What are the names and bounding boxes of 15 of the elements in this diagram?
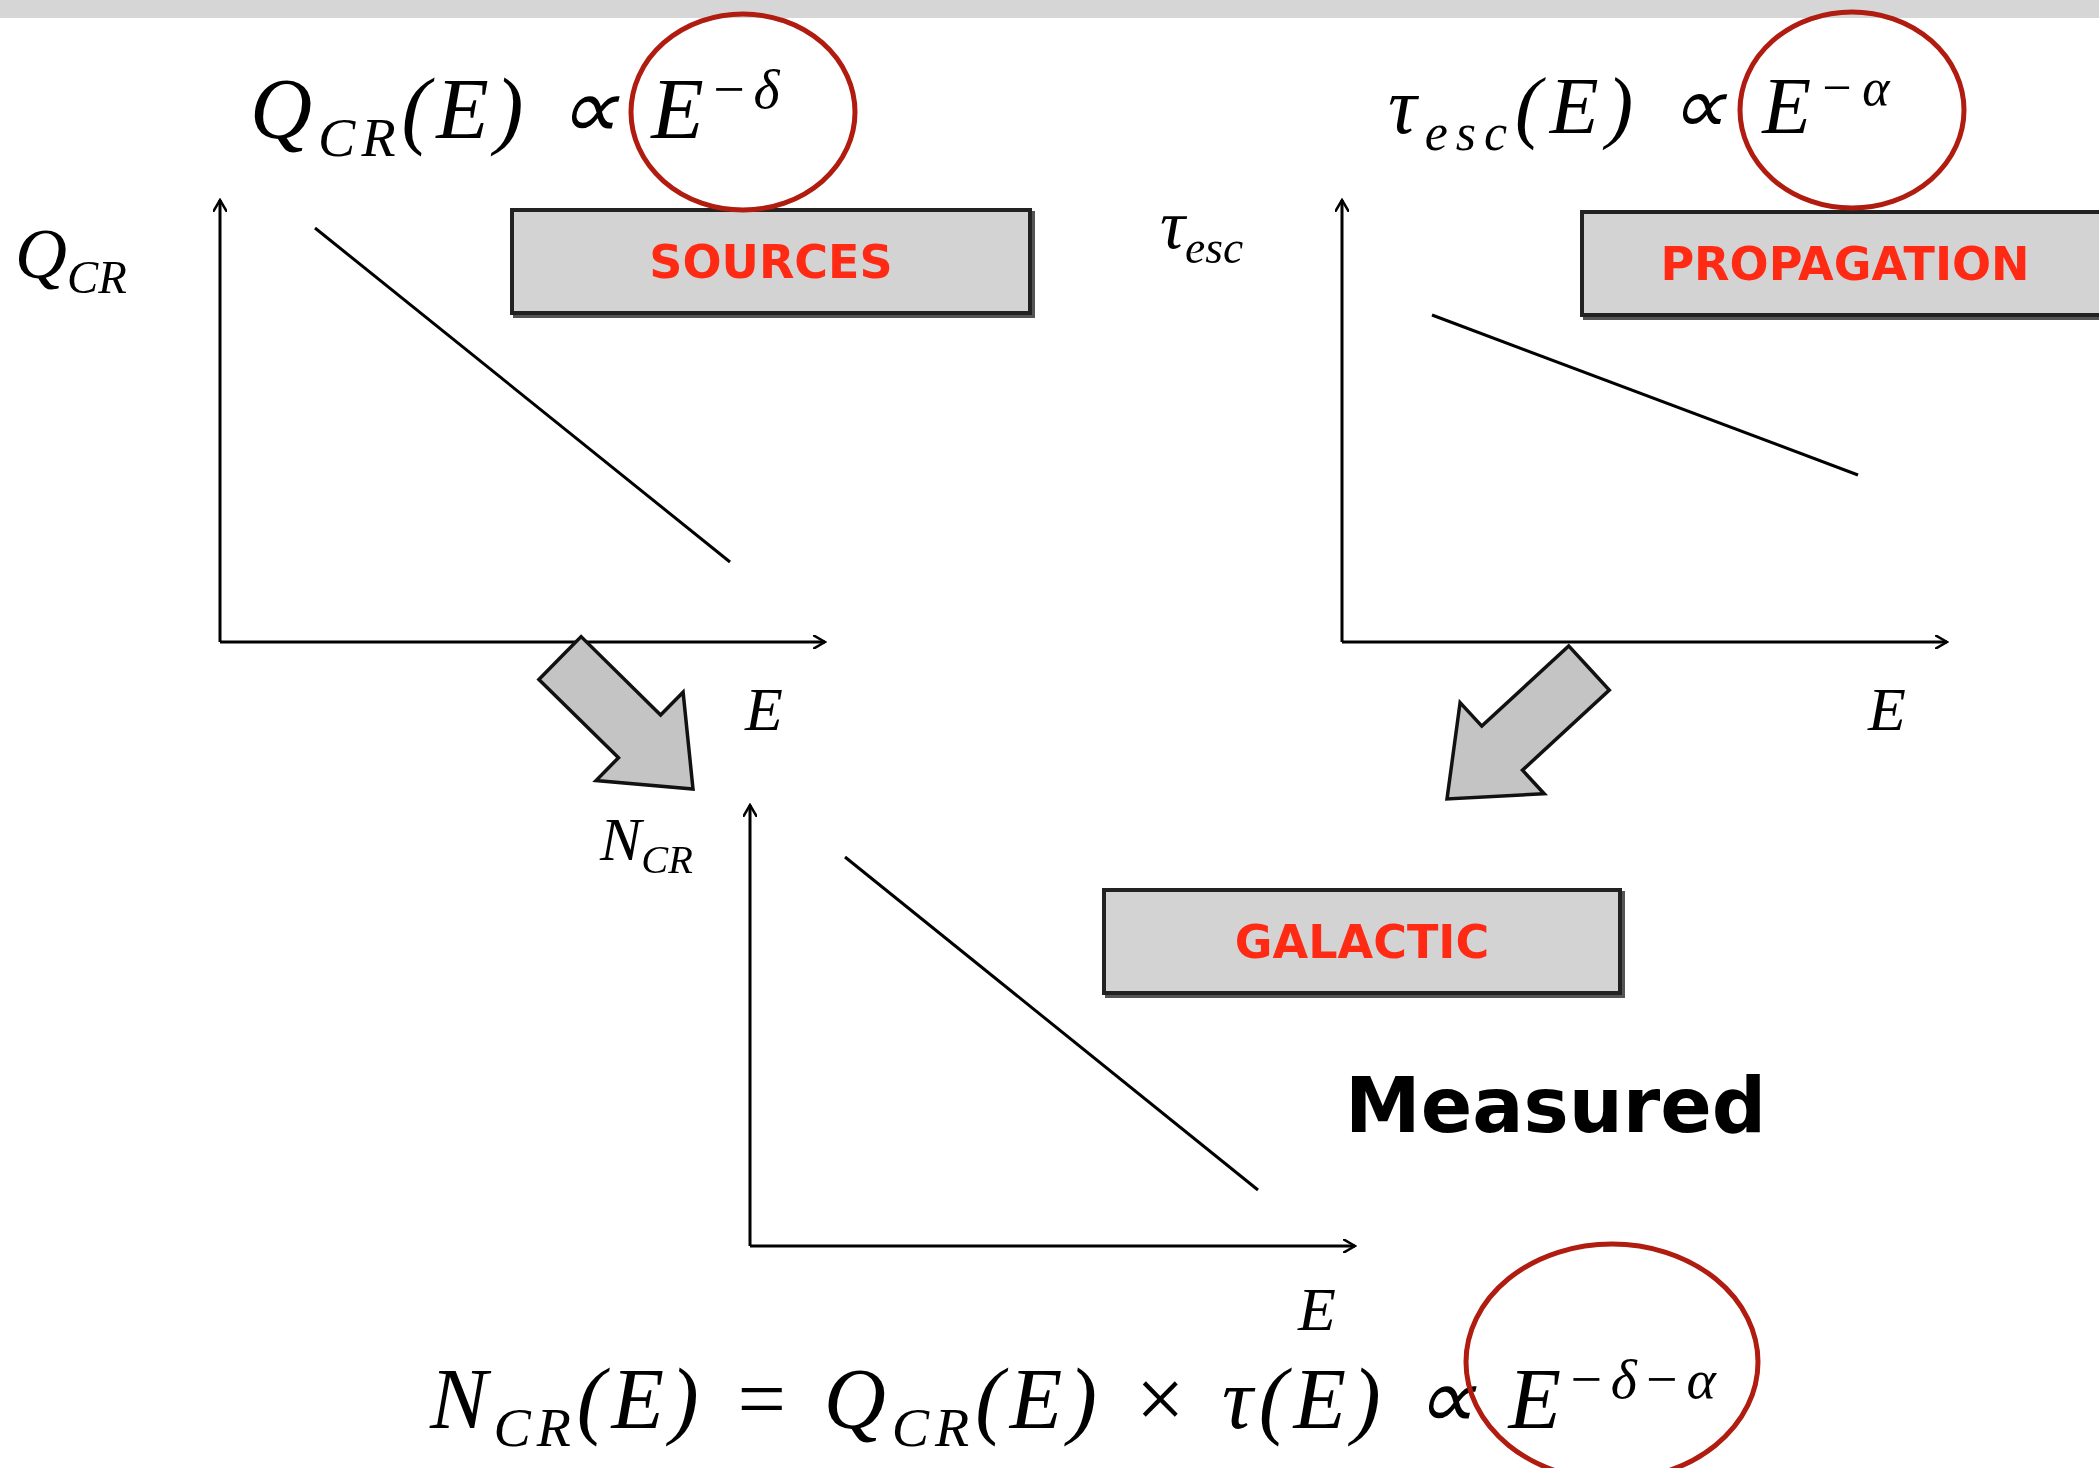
axis-label: E (1298, 1278, 1336, 1340)
formula: Q$_{CR}$(E) ∝ E$^{−δ}$ (250, 62, 786, 166)
axis-label: τ$_{esc}$ (1160, 190, 1244, 271)
axis-label: N$_{CR}$ (600, 808, 693, 881)
formula: N$_{CR}$(E) = Q$_{CR}$(E) × τ(E) ∝ E$^{−δ−α}$ (430, 1352, 1722, 1456)
label-box: PROPAGATION (1580, 210, 2099, 317)
label-box: SOURCES (510, 208, 1032, 315)
formula: τ$_{esc}$(E) ∝ E$^{−α}$ (1388, 62, 1898, 159)
axis-label: Q$_{CR}$ (15, 218, 127, 302)
axis-label: E (1868, 678, 1906, 740)
label-box: GALACTIC (1102, 888, 1622, 995)
axis-label: E (745, 678, 783, 740)
arrow (536, 634, 695, 791)
annotation-text: Measured (1345, 1068, 1767, 1144)
arrow (1445, 643, 1612, 801)
